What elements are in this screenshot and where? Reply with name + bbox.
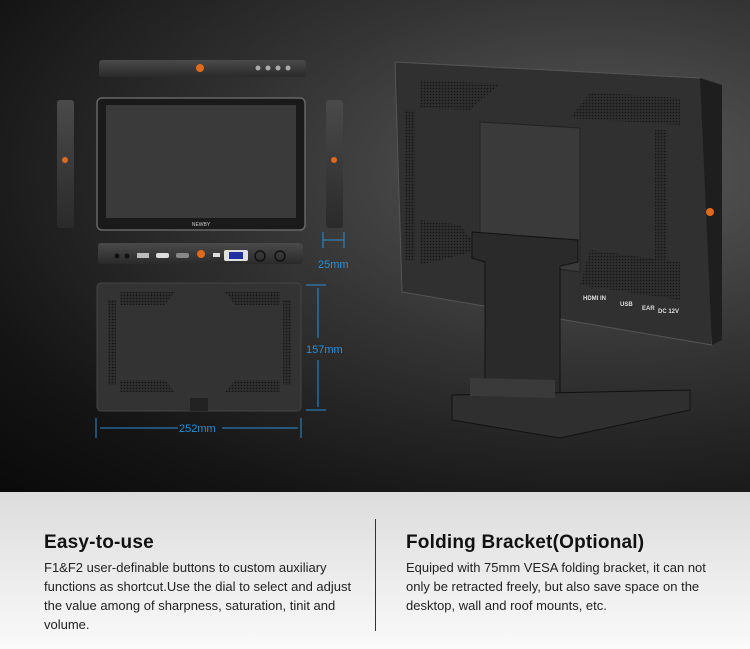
- monitor-back-view: [96, 282, 302, 412]
- dimension-lines: [95, 232, 345, 438]
- height-dimension-label: 157mm: [306, 344, 343, 356]
- monitor-side-views: [57, 100, 343, 228]
- monitor-rear-bracket-view: HDMI IN USB EAR DC 12V: [394, 61, 722, 439]
- port-label-usb: USB: [620, 302, 633, 308]
- divider: [375, 519, 376, 631]
- feature-section: Easy-to-use F1&F2 user-definable buttons…: [0, 492, 750, 649]
- feature-folding-bracket: Folding Bracket(Optional) Equiped with 7…: [406, 532, 716, 615]
- monitor-port-view: [98, 243, 303, 264]
- width-dimension-label: 252mm: [179, 423, 216, 435]
- port-label-hdmi-in: HDMI IN: [583, 296, 606, 302]
- feature-title: Easy-to-use: [44, 532, 154, 553]
- product-image-area: NEWBY: [0, 0, 750, 492]
- feature-title: Folding Bracket(Optional): [406, 532, 645, 553]
- product-views: NEWBY: [57, 60, 722, 439]
- feature-description: Equiped with 75mm VESA folding bracket, …: [406, 560, 706, 613]
- port-label-ear: EAR: [642, 306, 655, 312]
- port-label-dc: DC 12V: [658, 309, 679, 315]
- feature-easy-to-use: Easy-to-use F1&F2 user-definable buttons…: [44, 532, 364, 634]
- monitor-front-view: NEWBY: [96, 97, 306, 231]
- depth-dimension-label: 25mm: [318, 259, 349, 271]
- feature-description: F1&F2 user-definable buttons to custom a…: [44, 560, 352, 632]
- monitor-top-view: [99, 60, 306, 77]
- brand-logo: NEWBY: [192, 222, 211, 228]
